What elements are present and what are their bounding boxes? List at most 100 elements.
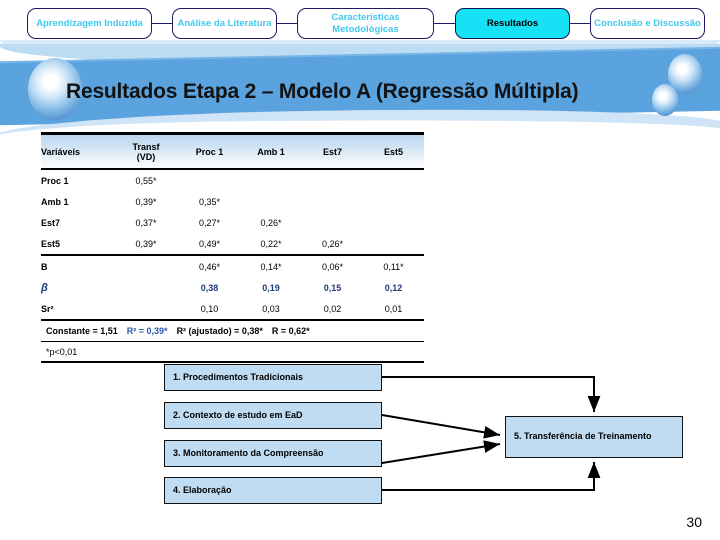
nav-item-2[interactable]: Análise da Literatura	[172, 8, 277, 39]
nav-item-3[interactable]: Características Metodológicas	[297, 8, 434, 39]
cell-value: 0,55*	[135, 175, 157, 186]
cell-value	[363, 233, 424, 254]
title-banner	[0, 40, 720, 136]
row-label: B	[41, 261, 48, 272]
flow-box-elaboracao[interactable]: 4. Elaboração	[164, 477, 382, 504]
nav-connector-3	[434, 23, 455, 24]
arrow-box2-to-target	[381, 414, 501, 439]
cell-value: 0,39*	[135, 238, 157, 249]
row-label: Est5	[41, 238, 61, 249]
row-label-beta: β	[41, 281, 48, 294]
table-rule-top	[41, 132, 424, 135]
cell-value	[113, 298, 179, 319]
cell-value	[363, 212, 424, 233]
table-summary-row: Constante = 1,51 R² = 0,39* R² (ajustado…	[41, 321, 424, 341]
table-grid: Variáveis Transf (VD) Proc 1 Amb 1 Est7 …	[41, 135, 424, 168]
table-rule-under-header	[41, 168, 424, 170]
coefficient-rows: B 0,46* 0,14* 0,06* 0,11* β 0,38 0,19 0,…	[41, 256, 424, 319]
cell-value	[240, 170, 302, 191]
summary-r2-adjusted: R² (ajustado) = 0,38*	[176, 326, 263, 336]
nav-item-1[interactable]: Aprendizagem Induzida	[27, 8, 152, 39]
arrow-box3-to-target	[381, 440, 501, 464]
table-head: Variáveis Transf (VD) Proc 1 Amb 1 Est7 …	[41, 135, 424, 168]
flow-box-label: 5. Transferência de Treinamento	[514, 431, 652, 442]
cell-value: 0,49*	[198, 238, 221, 249]
cell-value: 0,01	[384, 303, 403, 314]
cell-value	[179, 170, 240, 191]
cell-value	[113, 256, 179, 277]
page-title: Resultados Etapa 2 – Modelo A (Regressão…	[66, 80, 579, 103]
flow-box-contexto-ead[interactable]: 2. Contexto de estudo em EaD	[164, 402, 382, 429]
cell-value: 0,46*	[198, 261, 221, 272]
flow-box-procedimentos-tradicionais[interactable]: 1. Procedimentos Tradicionais	[164, 364, 382, 391]
cell-value: 0,03	[262, 303, 280, 314]
row-label: Amb 1	[41, 196, 69, 207]
cell-value	[363, 191, 424, 212]
table-row: Sr² 0,10 0,03 0,02 0,01	[41, 298, 424, 319]
arrow-box4-to-target	[382, 462, 601, 491]
header-transf-line2: (VD)	[136, 151, 156, 162]
table-rule-under-summary	[41, 341, 424, 342]
cell-value: 0,12	[384, 282, 403, 293]
nav-connector-2	[277, 23, 297, 24]
cell-value: 0,06*	[321, 261, 344, 272]
cell-value	[302, 212, 363, 233]
cell-value: 0,10	[200, 303, 219, 314]
nav-item-label: Aprendizagem Induzida	[36, 17, 143, 29]
correlation-body: Proc 1 0,55* Amb 1 0,39* 0,35* Est7 0,37…	[41, 170, 424, 254]
flow-box-monitoramento-compreensao[interactable]: 3. Monitoramento da Compreensão	[164, 440, 382, 467]
table-header-row: Variáveis Transf (VD) Proc 1 Amb 1 Est7 …	[41, 135, 424, 168]
summary-constante: Constante = 1,51	[46, 326, 118, 336]
header-transf-line1: Transf	[132, 141, 160, 152]
nav-item-4[interactable]: Resultados	[455, 8, 570, 39]
cell-value	[302, 191, 363, 212]
nav-connector-1	[152, 23, 172, 24]
cell-value: 0,26*	[260, 217, 282, 228]
table-row: Est7 0,37* 0,27* 0,26*	[41, 212, 424, 233]
cell-value	[302, 170, 363, 191]
cell-value: 0,19	[262, 282, 280, 293]
flow-box-label: 3. Monitoramento da Compreensão	[173, 447, 324, 458]
header-cell-transf: Transf (VD)	[113, 135, 179, 168]
cell-value: 0,26*	[321, 238, 344, 249]
nav-item-5[interactable]: Conclusão e Discussão	[590, 8, 705, 39]
table-row: Amb 1 0,39* 0,35*	[41, 191, 424, 212]
nav-item-label: Análise da Literatura	[177, 17, 272, 29]
table-row: B 0,46* 0,14* 0,06* 0,11*	[41, 256, 424, 277]
header-cell-variaveis: Variáveis	[41, 135, 113, 168]
correlation-rows: Proc 1 0,55* Amb 1 0,39* 0,35* Est7 0,37…	[41, 170, 424, 254]
table-footnote: *p<0,01	[46, 346, 78, 357]
page-number: 30	[686, 514, 702, 530]
cell-value: 0,22*	[260, 238, 282, 249]
cell-value: 0,11*	[383, 261, 404, 272]
cell-value: 0,37*	[135, 217, 157, 228]
cell-value: 0,35*	[198, 196, 221, 207]
flowchart-connectors	[381, 376, 601, 491]
header-cell-proc1: Proc 1	[179, 135, 240, 168]
nav-item-label: Resultados	[486, 17, 539, 29]
flow-box-transferencia-treinamento[interactable]: 5. Transferência de Treinamento	[505, 416, 683, 458]
regression-results-table: Variáveis Transf (VD) Proc 1 Amb 1 Est7 …	[41, 132, 424, 363]
summary-r2: R² = 0,39*	[126, 326, 168, 336]
header-cell-amb1: Amb 1	[240, 135, 302, 168]
table-row: Proc 1 0,55*	[41, 170, 424, 191]
flow-box-label: 4. Elaboração	[173, 484, 232, 495]
nav-item-label: Conclusão e Discussão	[594, 17, 701, 29]
header-cell-est7: Est7	[302, 135, 363, 168]
table-rule-above-summary	[41, 319, 424, 321]
top-navigation-bar: Aprendizagem Induzida Análise da Literatu…	[0, 0, 720, 48]
cell-value: 0,14*	[260, 261, 282, 272]
table-row: Est5 0,39* 0,49* 0,22* 0,26*	[41, 233, 424, 254]
table-rule-bottom	[41, 361, 424, 363]
cell-value	[113, 277, 179, 298]
decorative-sphere-right-lower	[652, 84, 678, 116]
nav-connector-4	[570, 23, 590, 24]
cell-value	[363, 170, 424, 191]
transfer-model-flowchart: 1. Procedimentos Tradicionais 2. Context…	[0, 352, 720, 512]
arrow-box1-to-target	[382, 376, 601, 412]
cell-value: 0,38	[200, 282, 219, 293]
cell-value: 0,39*	[135, 196, 157, 207]
row-label: Sr²	[41, 303, 54, 314]
summary-r: R = 0,62*	[271, 326, 310, 336]
row-label: Proc 1	[41, 175, 69, 186]
